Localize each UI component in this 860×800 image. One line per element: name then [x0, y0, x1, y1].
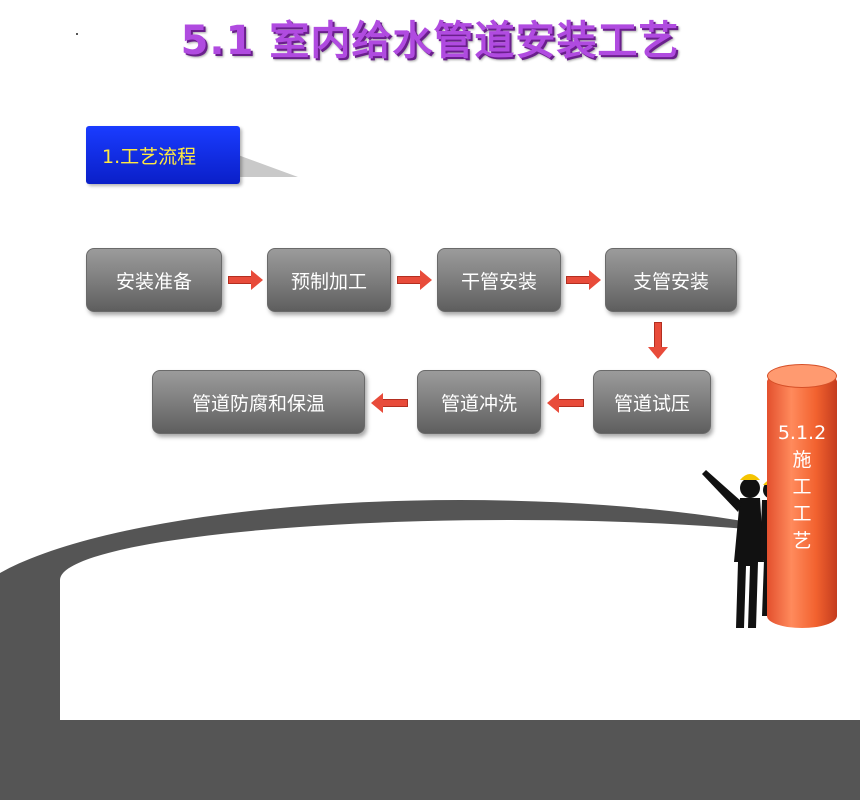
side-label-char: 艺: [792, 530, 812, 552]
step-flush: 管道冲洗: [417, 370, 541, 434]
businessman-pointing-icon: [702, 470, 764, 628]
arrow-right-icon: [228, 270, 263, 290]
dot-mark: [76, 33, 78, 35]
step-prefabricate: 预制加工: [267, 248, 391, 312]
side-label: 5.1.2 施 工 工 艺: [767, 420, 837, 555]
arrow-left-icon: [371, 393, 408, 413]
section-heading: 1.工艺流程: [86, 126, 240, 184]
step-anticorrosion: 管道防腐和保温: [152, 370, 365, 434]
step-prepare: 安装准备: [86, 248, 222, 312]
arrow-down-icon: [648, 322, 668, 359]
side-label-code: 5.1.2: [777, 422, 827, 444]
arrow-left-icon: [547, 393, 584, 413]
flag-shadow: [238, 155, 298, 177]
slide-title: 5.1 室内给水管道安装工艺: [180, 18, 680, 64]
side-label-char: 工: [792, 476, 812, 498]
step-main-pipe: 干管安装: [437, 248, 561, 312]
side-label-char: 施: [792, 449, 812, 471]
arrow-right-icon: [397, 270, 432, 290]
step-branch-pipe: 支管安装: [605, 248, 737, 312]
cylinder-top: [767, 364, 837, 388]
side-cylinder: [767, 370, 837, 628]
side-label-char: 工: [792, 503, 812, 525]
arrow-right-icon: [566, 270, 601, 290]
step-pressure-test: 管道试压: [593, 370, 711, 434]
